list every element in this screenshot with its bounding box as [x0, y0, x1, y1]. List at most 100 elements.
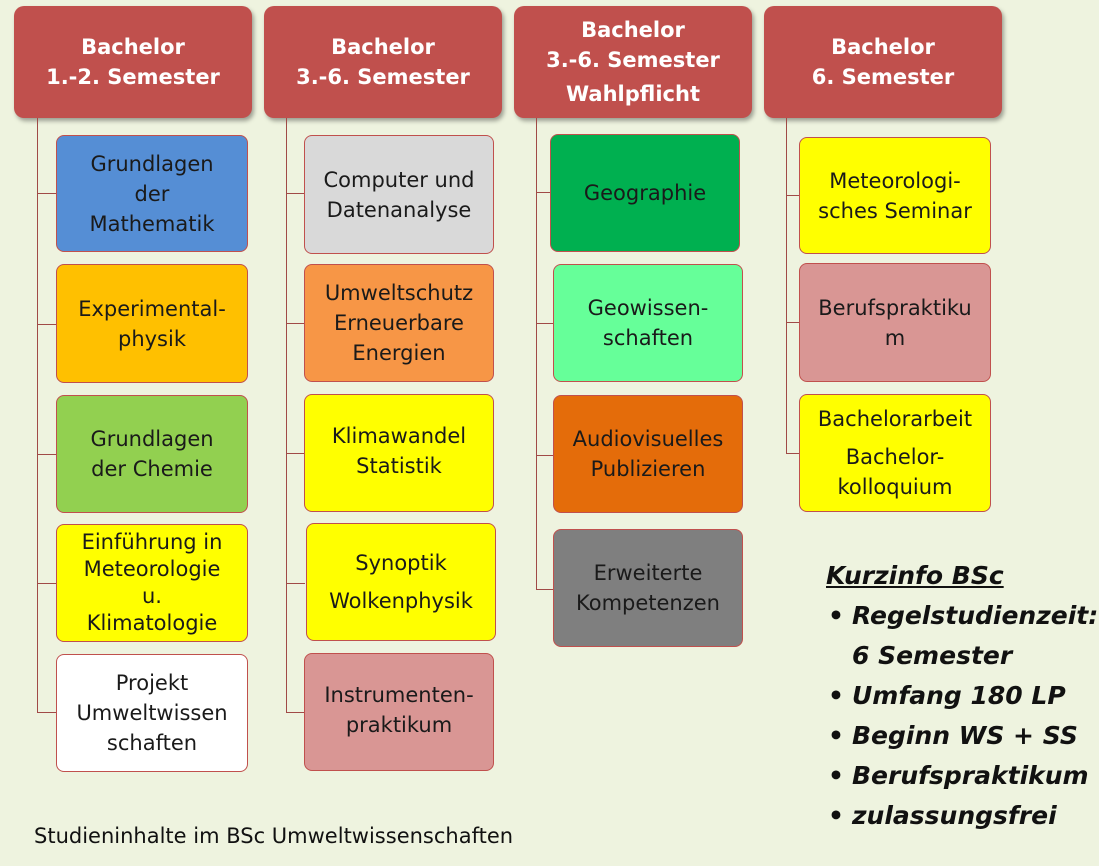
module-label: Audiovisuelles: [572, 427, 724, 451]
module-label: Umweltschutz: [324, 281, 474, 305]
module-label: Grundlagen: [90, 427, 214, 451]
module-meteorologisches-seminar: Meteorologi- sches Seminar: [799, 137, 991, 254]
module-label: Projekt: [115, 671, 189, 695]
column-header-1-line1: Bachelor: [81, 35, 185, 59]
module-audiovisuelles-publizieren: Audiovisuelles Publizieren: [553, 395, 743, 513]
module-label: Instrumenten-: [324, 683, 474, 707]
module-bachelorarbeit: Bachelorarbeit Bachelor- kolloquium: [799, 394, 991, 512]
connector-branch: [286, 712, 305, 713]
module-label: physik: [117, 326, 186, 351]
connector-branch: [286, 323, 305, 324]
module-label: der Chemie: [91, 457, 213, 481]
kurzinfo-item-text: zulassungsfrei: [852, 801, 1057, 830]
module-berufspraktikum: Berufspraktiku m: [799, 263, 991, 382]
module-label: Geographie: [583, 181, 707, 205]
kurzinfo-panel: Kurzinfo BSc • Regelstudienzeit: 6 Semest…: [826, 556, 1098, 836]
module-label: Bachelor-: [845, 445, 945, 469]
module-label: Synoptik: [355, 551, 447, 575]
caption: Studieninhalte im BSc Umweltwissenschaft…: [34, 824, 514, 848]
module-label: Berufspraktiku: [818, 295, 972, 320]
module-label: Bachelorarbeit: [817, 407, 973, 431]
module-label: Computer und: [323, 167, 475, 192]
column-header-3: Bachelor 3.-6. Semester Wahlpflicht: [514, 6, 752, 118]
module-geowissenschaften: Geowissen- schaften: [553, 264, 743, 382]
column-header-2-line1: Bachelor: [331, 35, 435, 59]
kurzinfo-item-text: 6 Semester: [852, 641, 1013, 670]
module-label: Mathematik: [89, 211, 215, 236]
connector-branch: [37, 324, 56, 325]
module-label: schaften: [602, 326, 694, 350]
kurzinfo-item: • Regelstudienzeit:: [826, 596, 1098, 636]
module-label: der: [134, 181, 170, 206]
connector-trunk-1: [37, 118, 38, 712]
kurzinfo-item-text: Berufspraktikum: [852, 761, 1089, 790]
module-label: Erneuerbare: [334, 311, 464, 335]
kurzinfo-item-continuation: 6 Semester: [826, 636, 1098, 676]
bullet-icon: •: [828, 601, 844, 630]
connector-branch: [786, 195, 800, 196]
column-header-4: Bachelor 6. Semester: [764, 6, 1002, 118]
column-header-1-line2: 1.-2. Semester: [46, 65, 220, 89]
module-label: Wolkenphysik: [329, 589, 473, 613]
connector-branch: [286, 453, 305, 454]
module-umweltschutz: Umweltschutz Erneuerbare Energien: [304, 264, 494, 382]
kurzinfo-item-text: Regelstudienzeit:: [852, 601, 1099, 630]
column-header-2-line2: 3.-6. Semester: [296, 65, 470, 89]
module-label: Energien: [352, 341, 446, 365]
module-synoptik-wolkenphysik: Synoptik Wolkenphysik: [306, 523, 496, 641]
column-header-3-line2: 3.-6. Semester: [546, 48, 720, 72]
module-label: Geowissen-: [587, 296, 709, 320]
module-label: Datenanalyse: [326, 197, 472, 222]
connector-trunk-2: [286, 118, 287, 712]
module-erweiterte-kompetenzen: Erweiterte Kompetenzen: [553, 529, 743, 647]
kurzinfo-item-text: Umfang 180 LP: [852, 681, 1066, 710]
module-klimawandel-statistik: Klimawandel Statistik: [304, 394, 494, 512]
module-label: Kompetenzen: [576, 591, 720, 615]
connector-branch: [37, 583, 56, 584]
module-grundlagen-chemie: Grundlagen der Chemie: [56, 395, 248, 513]
module-projekt-umweltwissenschaften: Projekt Umweltwissen schaften: [56, 654, 248, 772]
kurzinfo-item: • Umfang 180 LP: [826, 676, 1098, 716]
module-label: praktikum: [345, 713, 453, 737]
column-header-1: Bachelor 1.-2. Semester: [14, 6, 252, 118]
module-computer-datenanalyse: Computer und Datenanalyse: [304, 135, 494, 254]
kurzinfo-item: • Beginn WS + SS: [826, 716, 1098, 756]
kurzinfo-item-text: Beginn WS + SS: [852, 721, 1078, 750]
connector-branch: [786, 322, 800, 323]
bullet-icon: •: [828, 801, 844, 830]
connector-branch: [536, 589, 553, 590]
connector-trunk-3: [536, 118, 537, 589]
module-label: m: [884, 325, 906, 350]
column-header-4-line2: 6. Semester: [811, 65, 955, 89]
module-label: schaften: [106, 731, 198, 755]
module-label: Klimatologie: [86, 611, 218, 635]
connector-branch: [536, 192, 551, 193]
kurzinfo-item: • Berufspraktikum: [826, 756, 1098, 796]
connector-branch: [37, 193, 56, 194]
connector-branch: [37, 454, 56, 455]
kurzinfo-list: • Regelstudienzeit: 6 Semester • Umfang 18…: [826, 596, 1098, 836]
module-label: kolloquium: [837, 475, 953, 499]
column-header-4-line1: Bachelor: [831, 35, 935, 59]
connector-trunk-4: [786, 118, 787, 453]
bullet-icon: •: [828, 681, 844, 710]
module-geographie: Geographie: [550, 134, 740, 252]
connector-branch: [786, 453, 800, 454]
module-label: Meteorologie: [83, 557, 221, 581]
bullet-icon: •: [828, 721, 844, 750]
module-label: Experimental-: [78, 296, 226, 321]
connector-branch: [37, 712, 56, 713]
module-label: sches Seminar: [818, 198, 972, 223]
column-header-2: Bachelor 3.-6. Semester: [264, 6, 502, 118]
bullet-icon: •: [828, 761, 844, 790]
module-einfuehrung-meteorologie: Einführung in Meteorologie u. Klimatolog…: [56, 524, 248, 642]
connector-branch: [286, 583, 305, 584]
connector-branch: [536, 323, 553, 324]
kurzinfo-item: • zulassungsfrei: [826, 796, 1098, 836]
module-label: Klimawandel: [331, 424, 467, 448]
column-header-3-line3: Wahlpflicht: [566, 82, 700, 106]
connector-branch: [286, 193, 305, 194]
kurzinfo-title: Kurzinfo BSc: [826, 561, 1004, 590]
module-label: Meteorologi-: [829, 168, 961, 193]
module-label: Einführung in: [81, 530, 223, 554]
